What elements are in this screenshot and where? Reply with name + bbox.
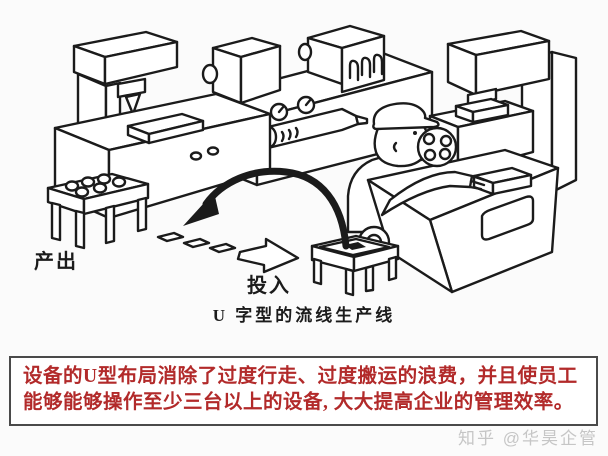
workpiece-block-icon [126,112,205,145]
zhihu-watermark: 知乎 @华昊企管 [458,429,598,448]
button-knob-icon [189,151,203,161]
arrowhead-icon [183,192,219,226]
button-knob-icon [206,146,220,156]
dial-gauges-icon [269,95,316,122]
round-parts-icon [64,173,127,198]
table-slot-icon [480,195,535,241]
gear-wheel-icon [416,126,458,168]
vent-slots-icon [348,53,384,82]
output-parts-bin [46,172,150,250]
worker-ear-icon [392,141,398,153]
output-label: 产出 [34,249,78,273]
worker-cap-icon [372,102,440,131]
summary-note-box: 设备的U型布局消除了过度行走、过度搬运的浪费，并且使员工 能够能够操作至少三台以… [9,356,598,426]
drill-bit-icon [116,77,147,116]
u-flow-curved-arrow [183,167,350,250]
lathe-machine-center [201,24,434,187]
note-line-2: 能够能够操作至少三台以上的设备, 大大提高企业的管理效率。 [23,392,574,413]
diagram-caption: U 字型的流线生产线 [212,306,396,325]
worker-eye-icon [413,131,417,135]
worker-arm [380,170,486,217]
input-label: 投入 [247,273,291,297]
input-parts-stool [310,225,400,297]
parts-in-stool-icon [345,242,366,250]
workpiece-block-icon [454,97,510,124]
tower-knob-icon [297,42,313,62]
tower-knob-icon [201,63,219,85]
worker-hand-icon [468,174,486,191]
parts-trail [156,231,237,254]
u-shaped-production-line-drawing: 产出 投入 [34,24,578,297]
input-direction-arrow-icon [236,237,300,274]
note-line-1: 设备的U型布局消除了过度行走、过度搬运的浪费，并且使员工 [23,366,578,387]
